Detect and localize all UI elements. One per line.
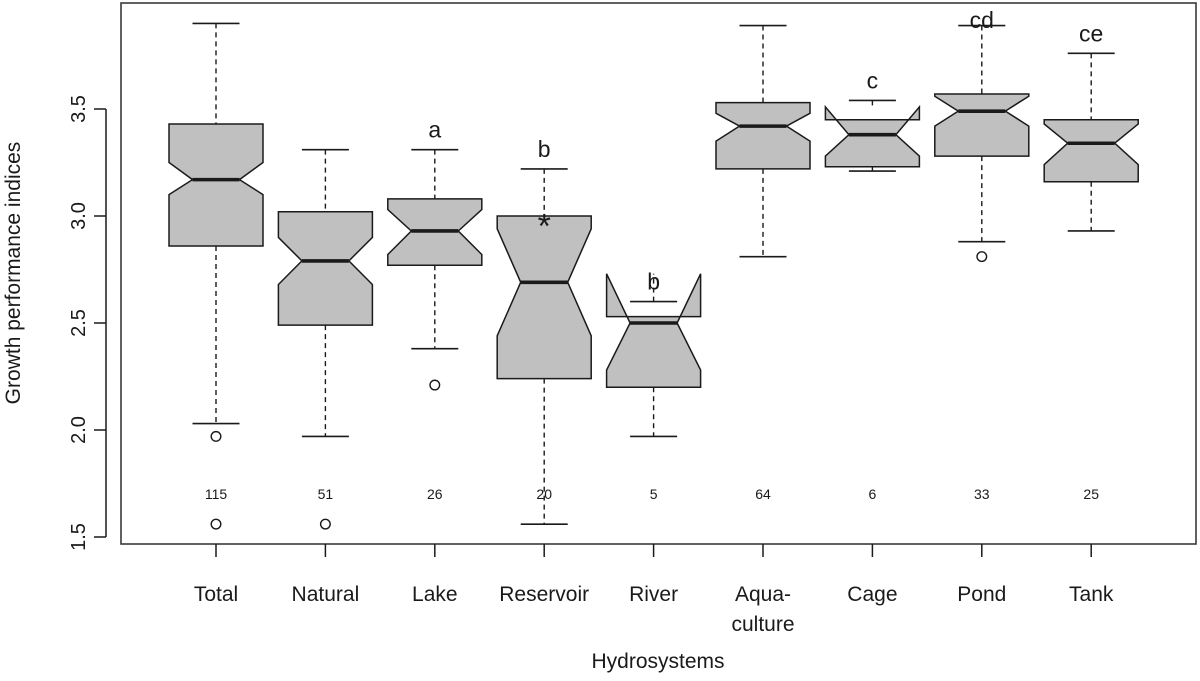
outlier-point [210,430,222,442]
notched-box [496,215,592,380]
category-label-line: Pond [957,583,1006,606]
category-label-line: Cage [847,583,897,606]
sample-size-label: 6 [869,486,877,502]
outlier-point [429,379,441,391]
category-label: Reservoir [499,583,589,606]
category-label: Cage [847,583,897,606]
y-tick-label: 3.0 [68,202,90,230]
significance-letter: b [647,269,660,295]
significance-letter: c [867,67,879,93]
mean-marker: * [538,207,551,245]
x-axis-labels: Total Natural Lake Reservoir River Aqua-cultu… [194,544,1114,636]
sample-size-label: 26 [427,486,443,502]
category-label: Total [194,583,238,606]
category-label-line: River [629,583,678,606]
box-group-5: 64 [715,24,811,502]
box-group-4: b5 [605,269,702,502]
outlier-point [210,518,222,530]
notched-box [1043,118,1139,183]
box-group-1: 51 [277,148,374,530]
box-group-8: ce 25 [1043,20,1139,502]
category-label-line: Total [194,583,238,606]
significance-letter: cd [970,7,994,33]
y-tick-label: 2.5 [68,309,90,337]
box-group-7: cd 33 [934,7,1030,502]
box-group-6: c6 [824,67,921,502]
y-tick-label: 2.0 [68,416,90,444]
category-label-line: Lake [412,583,458,606]
sample-size-label: 51 [318,486,334,502]
category-label: Pond [957,583,1006,606]
notched-box [824,104,921,168]
category-label: Natural [292,583,360,606]
category-label: Tank [1069,583,1114,606]
notched-box [715,101,811,170]
box-group-3: * b 20 [496,136,592,525]
category-label-line: Tank [1069,583,1114,606]
category-label: River [629,583,678,606]
box-group-2: a 26 [387,117,483,502]
sample-size-label: 33 [974,486,990,502]
category-label-line: culture [731,613,794,636]
category-label: Aqua-culture [731,583,794,636]
y-tick-label: 1.5 [68,523,90,551]
sample-size-label: 115 [205,486,228,502]
significance-letter: b [538,136,551,162]
significance-letter: a [428,117,441,143]
sample-size-label: 64 [755,486,771,502]
notched-box [934,93,1030,157]
y-axis-title: Growth performance indices [2,142,25,405]
y-axis: 1.5 2.0 2.5 3.0 3.5 [68,95,107,551]
x-axis-title: Hydrosystems [591,650,724,673]
sample-size-label: 25 [1083,486,1099,502]
significance-letter: ce [1079,20,1103,46]
box-group-0: 115 [168,22,264,530]
sample-size-label: 5 [650,486,658,502]
y-tick-label: 3.5 [68,95,90,123]
sample-size-label: 20 [536,486,552,502]
outlier-point [319,518,331,530]
plot-frame [120,2,1197,545]
notched-box [168,123,264,247]
notched-box [605,273,702,388]
category-label-line: Natural [292,583,360,606]
notched-box [277,210,374,326]
category-label: Lake [412,583,458,606]
outlier-point [976,251,988,263]
category-label-line: Aqua- [735,583,791,606]
category-label-line: Reservoir [499,583,589,606]
